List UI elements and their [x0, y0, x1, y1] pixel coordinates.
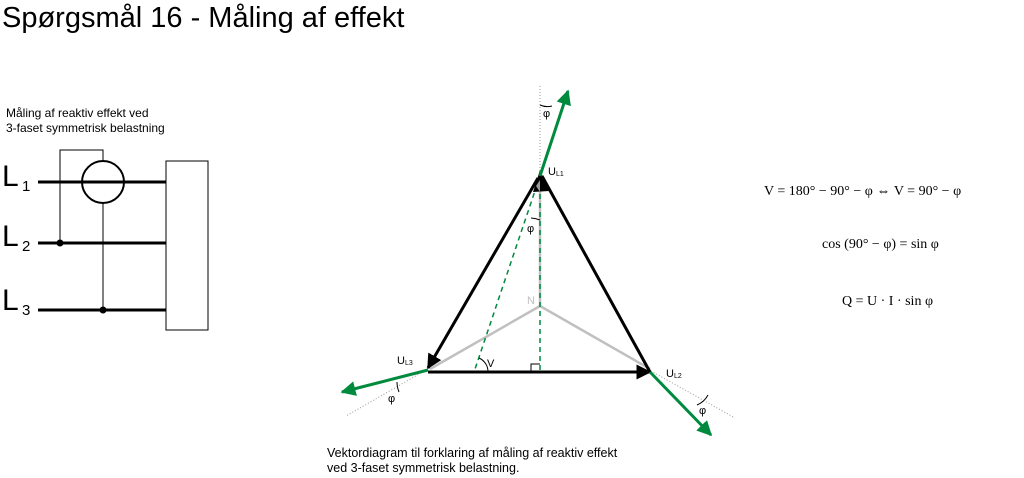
phase-l3-letter: L: [2, 284, 19, 317]
ul2-main: U: [666, 368, 674, 380]
ul3-extension-line: [345, 369, 427, 417]
diagram-caption: Vektordiagram til forklaring af måling a…: [327, 446, 707, 476]
current-vector-l2: [648, 370, 713, 437]
star-leg-l3: [429, 304, 541, 371]
angle-v-label: V: [487, 358, 495, 370]
formula-reactive-power: Q = U · I · sin φ: [842, 294, 934, 309]
formula-cos-identity: cos (90° − φ) = sin φ: [822, 237, 939, 252]
phase-l2-index: 2: [22, 238, 30, 255]
circuit-schematic: L 1 L 2 L 3: [2, 149, 209, 331]
angle-v-arc: [478, 357, 489, 373]
dashed-current-projection: [473, 175, 541, 373]
phase-l1-letter: L: [2, 160, 19, 193]
phase-l3-index: 3: [22, 302, 30, 319]
caption-line1: Vektordiagram til forklaring af måling a…: [327, 446, 618, 460]
ul2-sub: L2: [674, 373, 682, 380]
phi-arc-top: [539, 104, 553, 108]
junction-dot-l2: [56, 239, 64, 247]
phi-label-left: φ: [388, 393, 395, 405]
vector-diagram: N V φ φ φ φ UL1 UL3 UL2: [340, 86, 736, 437]
ul1-head-shade: [536, 180, 540, 192]
star-leg-l2: [539, 304, 651, 371]
current-vector-l3: [340, 368, 429, 396]
circuit-label-line2: 3-faset symmetrisk belastning: [6, 121, 165, 135]
phi-arc-left: [396, 381, 400, 393]
varmeter-symbol: [81, 160, 125, 204]
meter-lead-l2: [59, 149, 104, 243]
phase-l2-letter: L: [2, 220, 19, 253]
page-title: Spørgsmål 16 - Måling af effekt: [2, 2, 405, 34]
triangle-side-right: [540, 175, 652, 373]
right-angle-marker: [530, 363, 540, 372]
phi-label-right: φ: [699, 405, 706, 417]
current-vector-l1: [538, 89, 571, 177]
formula-v-angle: V = 180° − 90° − φ ⇔ V = 90° − φ: [764, 184, 962, 199]
ul1-label: UL1: [548, 166, 564, 178]
ul3-main: U: [397, 355, 405, 367]
junction-dot-l3: [99, 306, 107, 314]
ul1-sub: L1: [556, 171, 564, 178]
ul3-label: UL3: [397, 355, 413, 367]
vector-ul3: [426, 177, 540, 370]
ul2-extension-line: [650, 370, 736, 419]
circuit-label: Måling af reaktiv effekt ved 3-faset sym…: [6, 106, 226, 136]
caption-line2: ved 3-faset symmetrisk belastning.: [327, 461, 520, 475]
ul3-sub: L3: [405, 360, 413, 367]
load-box: [165, 160, 209, 331]
phi-label-top: φ: [543, 108, 550, 120]
ul1-main: U: [548, 166, 556, 178]
phi-label-mid: φ: [527, 223, 534, 235]
phi-arc-mid: [530, 217, 541, 221]
phase-l1-index: 1: [22, 178, 30, 195]
neutral-label: N: [527, 295, 535, 307]
circuit-label-line1: Måling af reaktiv effekt ved: [6, 106, 149, 120]
phi-arc-right: [696, 394, 709, 406]
ul2-label: UL2: [666, 368, 682, 380]
